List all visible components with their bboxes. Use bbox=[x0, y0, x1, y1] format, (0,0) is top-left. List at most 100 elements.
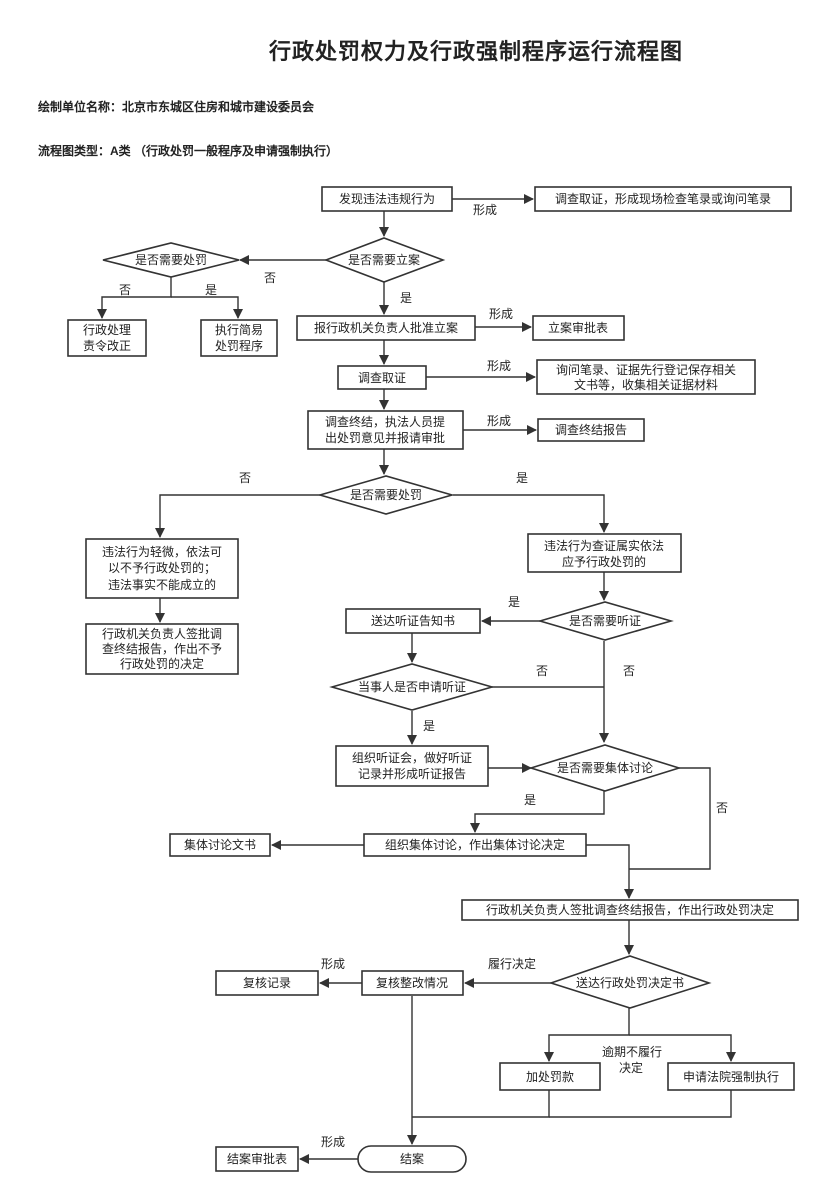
node-evidence-materials-line2: 文书等，收集相关证据材料 bbox=[574, 377, 718, 392]
connectors bbox=[97, 194, 736, 1164]
node-party-apply-hearing: 当事人是否申请听证 bbox=[329, 663, 495, 711]
node-minor-violation-line1: 违法行为轻微，依法可 bbox=[102, 544, 222, 559]
node-hearing-notice-text: 送达听证告知书 bbox=[371, 613, 455, 628]
node-no-punish-decision: 行政机关负责人签批调 查终结报告，作出不予 行政处罚的决定 bbox=[85, 623, 239, 675]
node-review-rectify-text: 复核整改情况 bbox=[376, 975, 448, 990]
node-report-file-text: 报行政机关负责人批准立案 bbox=[314, 320, 458, 335]
node-file-approval-form: 立案审批表 bbox=[532, 315, 625, 341]
edge-need-punish-yes bbox=[453, 494, 609, 533]
node-late-fee-text: 加处罚款 bbox=[526, 1070, 574, 1084]
node-minor-violation-line2: 以不予行政处罚的； bbox=[108, 560, 216, 575]
flowchart-type: 流程图类型：A类 （行政处罚一般程序及申请强制执行） bbox=[38, 144, 339, 158]
edge-punish-top-yes bbox=[171, 296, 243, 319]
node-investigate-text: 调查取证 bbox=[358, 371, 406, 385]
node-verified-violation-line1: 违法行为查证属实依法 bbox=[544, 538, 664, 553]
node-finish-investigation-line2: 出处罚意见并报请审批 bbox=[325, 430, 445, 445]
node-punish-decision-text: 行政机关负责人签批调查终结报告，作出行政处罚决定 bbox=[486, 902, 774, 917]
node-minor-violation: 违法行为轻微，依法可 以不予行政处罚的； 违法事实不能成立的 bbox=[85, 538, 239, 599]
drawing-unit: 绘制单位名称：北京市东城区住房和城市建设委员会 bbox=[38, 100, 315, 114]
label-yes-punish-mid: 是 bbox=[516, 471, 528, 485]
label-no-punish-mid: 否 bbox=[239, 471, 251, 485]
node-review-rectify: 复核整改情况 bbox=[361, 970, 464, 996]
node-collective-doc: 集体讨论文书 bbox=[169, 833, 271, 857]
node-need-punish-top-text: 是否需要处罚 bbox=[135, 253, 207, 267]
node-need-hearing: 是否需要听证 bbox=[537, 601, 674, 641]
node-verified-violation-line2: 应予行政处罚的 bbox=[562, 554, 646, 569]
node-investigate-record-text: 调查取证，形成现场检查笔录或询问笔录 bbox=[555, 191, 771, 206]
node-close-case: 结案 bbox=[357, 1145, 467, 1173]
label-form-1: 形成 bbox=[473, 203, 497, 217]
label-overdue-line1: 逾期不履行 bbox=[602, 1044, 662, 1059]
edge-labels: 形成 否 否 是 是 形成 形成 形成 否 是 是 否 否 是 是 否 形成 履… bbox=[119, 203, 728, 1149]
node-deliver-decision-text: 送达行政处罚决定书 bbox=[576, 975, 684, 990]
node-discover: 发现违法违规行为 bbox=[321, 186, 453, 212]
label-yes-collective: 是 bbox=[524, 793, 536, 807]
node-need-punish-mid: 是否需要处罚 bbox=[317, 475, 455, 515]
label-no-hearing: 否 bbox=[623, 664, 635, 678]
node-collective-discussion: 组织集体讨论，作出集体讨论决定 bbox=[363, 833, 587, 857]
label-form-6: 形成 bbox=[321, 1135, 345, 1149]
label-form-3: 形成 bbox=[487, 359, 511, 373]
node-minor-violation-line3: 违法事实不能成立的 bbox=[108, 577, 216, 592]
node-need-file-text: 是否需要立案 bbox=[348, 252, 420, 267]
edge-need-punish-no bbox=[155, 494, 320, 538]
edge-collective-yes bbox=[470, 790, 605, 833]
node-investigate: 调查取证 bbox=[337, 365, 427, 390]
node-simple-procedure-line1: 执行简易 bbox=[215, 323, 263, 337]
node-deliver-decision: 送达行政处罚决定书 bbox=[548, 955, 712, 1009]
node-discover-text: 发现违法违规行为 bbox=[339, 191, 435, 206]
node-review-record: 复核记录 bbox=[215, 970, 319, 996]
edge-court-merge bbox=[549, 1090, 732, 1118]
node-file-approval-form-text: 立案审批表 bbox=[548, 320, 608, 335]
label-form-5: 形成 bbox=[321, 957, 345, 971]
node-admin-correct-line1: 行政处理 bbox=[83, 323, 131, 337]
node-report-file: 报行政机关负责人批准立案 bbox=[296, 315, 476, 341]
node-organize-hearing-line2: 记录并形成听证报告 bbox=[358, 766, 466, 781]
node-finish-investigation-line1: 调查终结，执法人员提 bbox=[325, 414, 445, 429]
node-late-fee: 加处罚款 bbox=[499, 1062, 601, 1091]
label-yes-need-file: 是 bbox=[400, 291, 412, 305]
node-need-collective: 是否需要集体讨论 bbox=[528, 744, 682, 792]
node-collective-doc-text: 集体讨论文书 bbox=[184, 837, 256, 852]
edge-fee-merge bbox=[412, 1090, 550, 1118]
node-hearing-notice: 送达听证告知书 bbox=[345, 608, 481, 634]
label-form-4: 形成 bbox=[487, 414, 511, 428]
edge-punish-top-no bbox=[97, 276, 172, 319]
node-need-collective-text: 是否需要集体讨论 bbox=[557, 760, 653, 775]
node-need-file: 是否需要立案 bbox=[323, 237, 446, 283]
label-yes-hearing: 是 bbox=[508, 595, 520, 609]
edge-collective-no bbox=[629, 767, 711, 870]
edge-overdue-court bbox=[629, 1034, 736, 1062]
node-final-report: 调查终结报告 bbox=[537, 418, 645, 442]
node-punish-decision: 行政机关负责人签批调查终结报告，作出行政处罚决定 bbox=[461, 899, 799, 921]
label-yes-punish-top: 是 bbox=[205, 283, 217, 297]
node-review-record-text: 复核记录 bbox=[243, 976, 291, 990]
label-no-need-file: 否 bbox=[264, 271, 276, 285]
edge-overdue-fee bbox=[544, 1008, 630, 1062]
node-evidence-materials-line1: 询问笔录、证据先行登记保存相关 bbox=[556, 362, 736, 377]
node-court-enforce: 申请法院强制执行 bbox=[667, 1062, 795, 1091]
page-title: 行政处罚权力及行政强制程序运行流程图 bbox=[268, 39, 683, 64]
node-evidence-materials: 询问笔录、证据先行登记保存相关 文书等，收集相关证据材料 bbox=[536, 359, 756, 395]
node-verified-violation: 违法行为查证属实依法 应予行政处罚的 bbox=[527, 533, 682, 573]
node-need-punish-mid-text: 是否需要处罚 bbox=[350, 488, 422, 502]
node-need-punish-top: 是否需要处罚 bbox=[102, 242, 240, 278]
label-perform-decision: 履行决定 bbox=[488, 956, 536, 971]
node-no-punish-decision-line2: 查终结报告，作出不予 bbox=[102, 641, 222, 656]
node-admin-correct: 行政处理 责令改正 bbox=[67, 319, 147, 357]
node-court-enforce-text: 申请法院强制执行 bbox=[683, 1070, 779, 1084]
node-simple-procedure: 执行简易 处罚程序 bbox=[200, 319, 278, 357]
label-no-punish-top: 否 bbox=[119, 283, 131, 297]
node-admin-correct-line2: 责令改正 bbox=[83, 338, 131, 353]
label-yes-apply: 是 bbox=[423, 719, 435, 733]
node-party-apply-hearing-text: 当事人是否申请听证 bbox=[358, 680, 466, 694]
label-form-2: 形成 bbox=[489, 307, 513, 321]
node-final-report-text: 调查终结报告 bbox=[555, 422, 627, 437]
node-organize-hearing-line1: 组织听证会，做好听证 bbox=[352, 750, 472, 765]
label-overdue-line2: 决定 bbox=[619, 1060, 643, 1075]
node-finish-investigation: 调查终结，执法人员提 出处罚意见并报请审批 bbox=[307, 410, 464, 450]
node-need-hearing-text: 是否需要听证 bbox=[569, 614, 641, 628]
node-collective-discussion-text: 组织集体讨论，作出集体讨论决定 bbox=[385, 837, 565, 852]
edge-discussion-to-decision bbox=[586, 844, 634, 899]
